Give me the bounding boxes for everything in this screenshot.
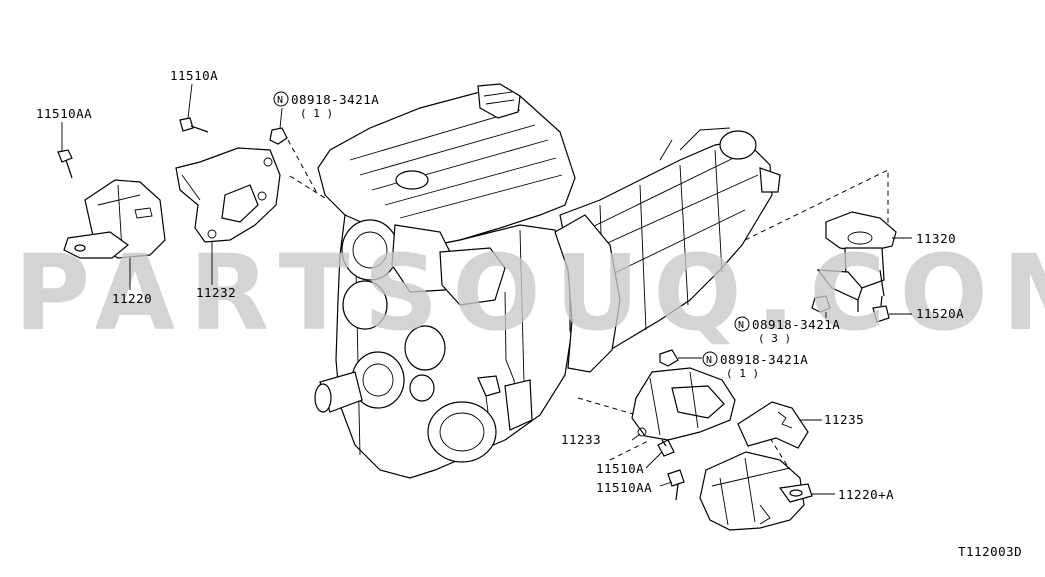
nut-08918-top	[269, 127, 288, 145]
heat-shield-11235	[737, 401, 809, 449]
nut-symbol-icon	[273, 91, 289, 107]
callout-labels: 11510AA 11510A N 08918-3421A ( 1 ) 11220…	[36, 68, 1022, 559]
reference-lines	[287, 139, 889, 471]
label-11233: 11233	[561, 432, 601, 447]
bolt-11520A	[872, 295, 890, 323]
nut-symbol-lower: N	[706, 355, 712, 366]
label-11220: 11220	[112, 291, 152, 306]
bolt-11510AA-bottom	[667, 469, 685, 501]
watermark: PARTSOUQ.COM	[14, 232, 1045, 354]
mount-11220-plus-A	[699, 451, 813, 531]
diagram-id: T112003D	[958, 544, 1022, 559]
label-11520A: 11520A	[916, 306, 964, 321]
nut-symbol: N	[277, 95, 283, 106]
label-08918-top: 08918-3421A	[291, 92, 379, 107]
engine-assembly	[314, 83, 576, 479]
label-11220-plus-A: 11220+A	[838, 487, 894, 502]
label-11510A-bottom: 11510A	[596, 461, 644, 476]
transmission-assembly	[554, 127, 781, 373]
engine-mount-11220	[63, 179, 166, 259]
label-08918-lower: 08918-3421A	[720, 352, 808, 367]
nut-08918-right	[811, 295, 831, 313]
label-08918-lower-qty: ( 1 )	[726, 367, 759, 380]
bracket-11233	[631, 367, 736, 441]
label-08918-top-qty: ( 1 )	[300, 107, 333, 120]
nut-symbol-right: N	[738, 320, 744, 331]
bolt-11510AA-top	[57, 149, 73, 179]
label-08918-right-qty: ( 3 )	[758, 332, 791, 345]
label-11510AA-bottom: 11510AA	[596, 480, 652, 495]
label-11320: 11320	[916, 231, 956, 246]
nut-symbol-icon-right	[734, 316, 750, 332]
label-11235: 11235	[824, 412, 864, 427]
nut-08918-lower	[659, 349, 679, 367]
bracket-11232	[175, 147, 281, 243]
leader-lines	[61, 83, 912, 495]
label-11232: 11232	[196, 285, 236, 300]
label-11510AA-top: 11510AA	[36, 106, 92, 121]
label-08918-right: 08918-3421A	[752, 317, 840, 332]
mount-11320	[816, 211, 897, 312]
nut-symbol-icon-lower	[702, 351, 718, 367]
label-11510A-top: 11510A	[170, 68, 218, 83]
bolt-11510A-top	[179, 117, 209, 133]
